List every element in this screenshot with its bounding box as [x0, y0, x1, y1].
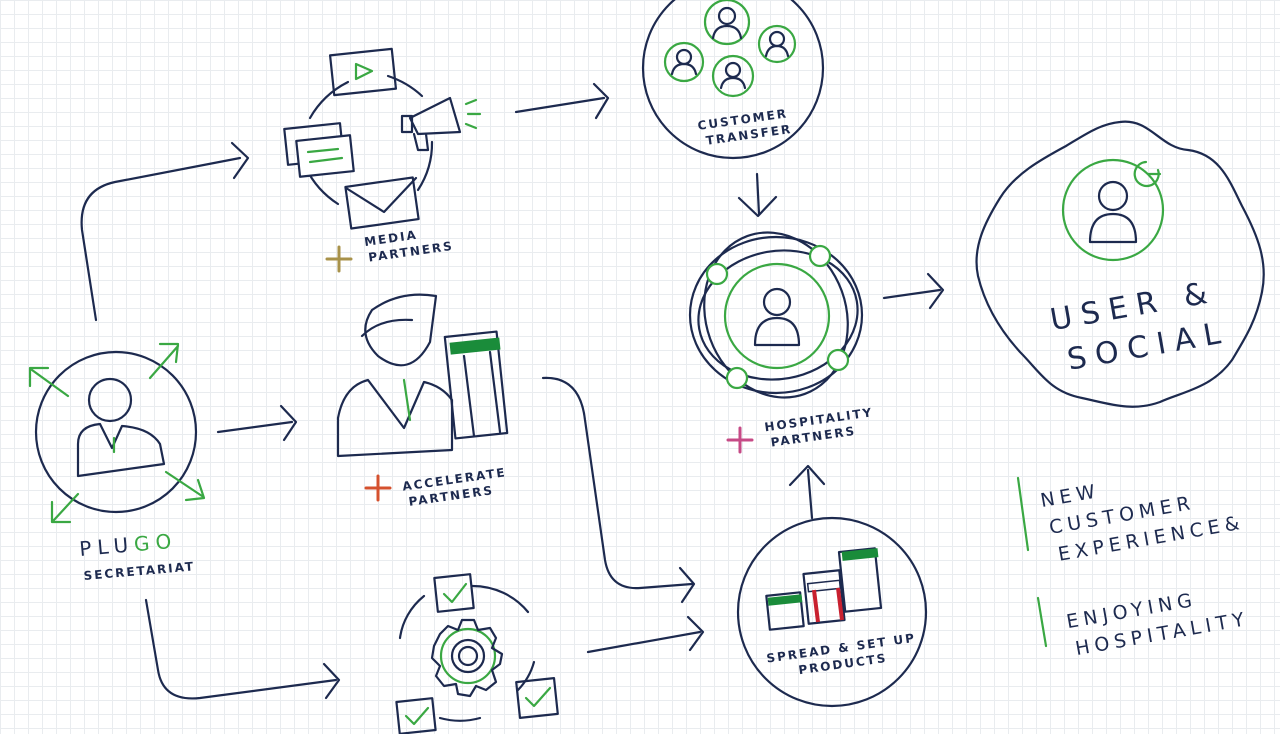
secretariat-label: SECRETARIAT	[83, 559, 196, 583]
wavy-badge	[975, 120, 1265, 408]
cards-icon	[283, 122, 355, 178]
arrow-gears-to-spread	[586, 630, 702, 654]
check-icon	[395, 697, 437, 734]
check-icon	[433, 573, 475, 613]
plugo-secretariat-node: PLUGO SECRETARIAT	[28, 342, 206, 583]
pillar-banner-icon	[443, 330, 509, 440]
person-icon	[703, 0, 751, 46]
arrow-head-gears	[322, 662, 341, 700]
person-icon	[76, 377, 166, 478]
arrow-hospitality-to-user	[882, 288, 942, 300]
plus-icon	[364, 474, 392, 502]
plus-icon	[325, 245, 353, 273]
arrow-head-hospitality-up	[788, 464, 826, 487]
user-social-node: USER & SOCIAL	[975, 120, 1265, 408]
video-icon	[328, 47, 398, 97]
check-icon	[515, 677, 559, 719]
arrow-head-user	[926, 272, 945, 310]
plugo-wordmark-part-b: GO	[133, 529, 178, 557]
customer-transfer-node: CUSTOMER TRANSFER	[641, 0, 825, 160]
plugo-wordmark-part-a: PLU	[78, 532, 135, 561]
gear-icon	[430, 618, 504, 698]
arrow-head-spread-upper	[678, 566, 696, 604]
person-icon	[753, 287, 801, 347]
connectors	[80, 82, 945, 700]
person-icon	[1088, 180, 1138, 244]
media-orbit-bottom	[416, 140, 434, 192]
megaphone-icon	[400, 96, 482, 152]
benefit-1-line-1: NEW	[1039, 480, 1102, 512]
benefit-1-divider	[1016, 476, 1030, 552]
brand-g-icon	[1133, 160, 1162, 188]
hospitality-partners-node: HOSPITALITY PARTNERS	[688, 231, 874, 454]
media-partners-node: MEDIA PARTNERS	[283, 47, 482, 273]
process-gears-node	[395, 573, 559, 734]
arrow-spread-to-hospitality	[806, 468, 814, 520]
media-orbit-right	[386, 74, 424, 98]
plus-icon	[726, 426, 754, 454]
person-icon	[757, 24, 797, 64]
arrow-head-hospitality-down	[737, 195, 778, 218]
arrow-head-customer	[592, 82, 610, 120]
arrow-customer-to-hospitality	[755, 172, 761, 216]
arrow-head-accelerate	[279, 404, 298, 442]
accelerate-partners-node: ACCELERATE PARTNERS	[336, 293, 509, 509]
arrow-plugo-to-accelerate	[216, 420, 294, 434]
svg-text:PLUGO: PLUGO	[78, 529, 178, 561]
benefit-2-divider	[1036, 596, 1048, 648]
arrow-head-spread-lower	[686, 615, 705, 652]
media-orbit	[308, 80, 350, 120]
person-icon	[336, 293, 454, 458]
arrow-plugo-to-media	[80, 156, 242, 322]
arrow-accelerate-to-spread	[541, 376, 694, 590]
expand-arrows-icon	[28, 342, 206, 524]
arrow-plugo-to-gears	[144, 598, 338, 700]
pillar-banners-icon	[765, 547, 883, 631]
person-icon	[663, 41, 705, 83]
person-icon	[711, 54, 755, 98]
envelope-icon	[344, 176, 420, 230]
benefits-list: NEW CUSTOMER EXPERIENCE& ENJOYING HOSPIT…	[1016, 476, 1251, 660]
arrow-head-media	[230, 141, 250, 180]
spread-products-node: SPREAD & SET UP PRODUCTS	[736, 516, 928, 708]
arrow-media-to-customer	[514, 96, 606, 114]
